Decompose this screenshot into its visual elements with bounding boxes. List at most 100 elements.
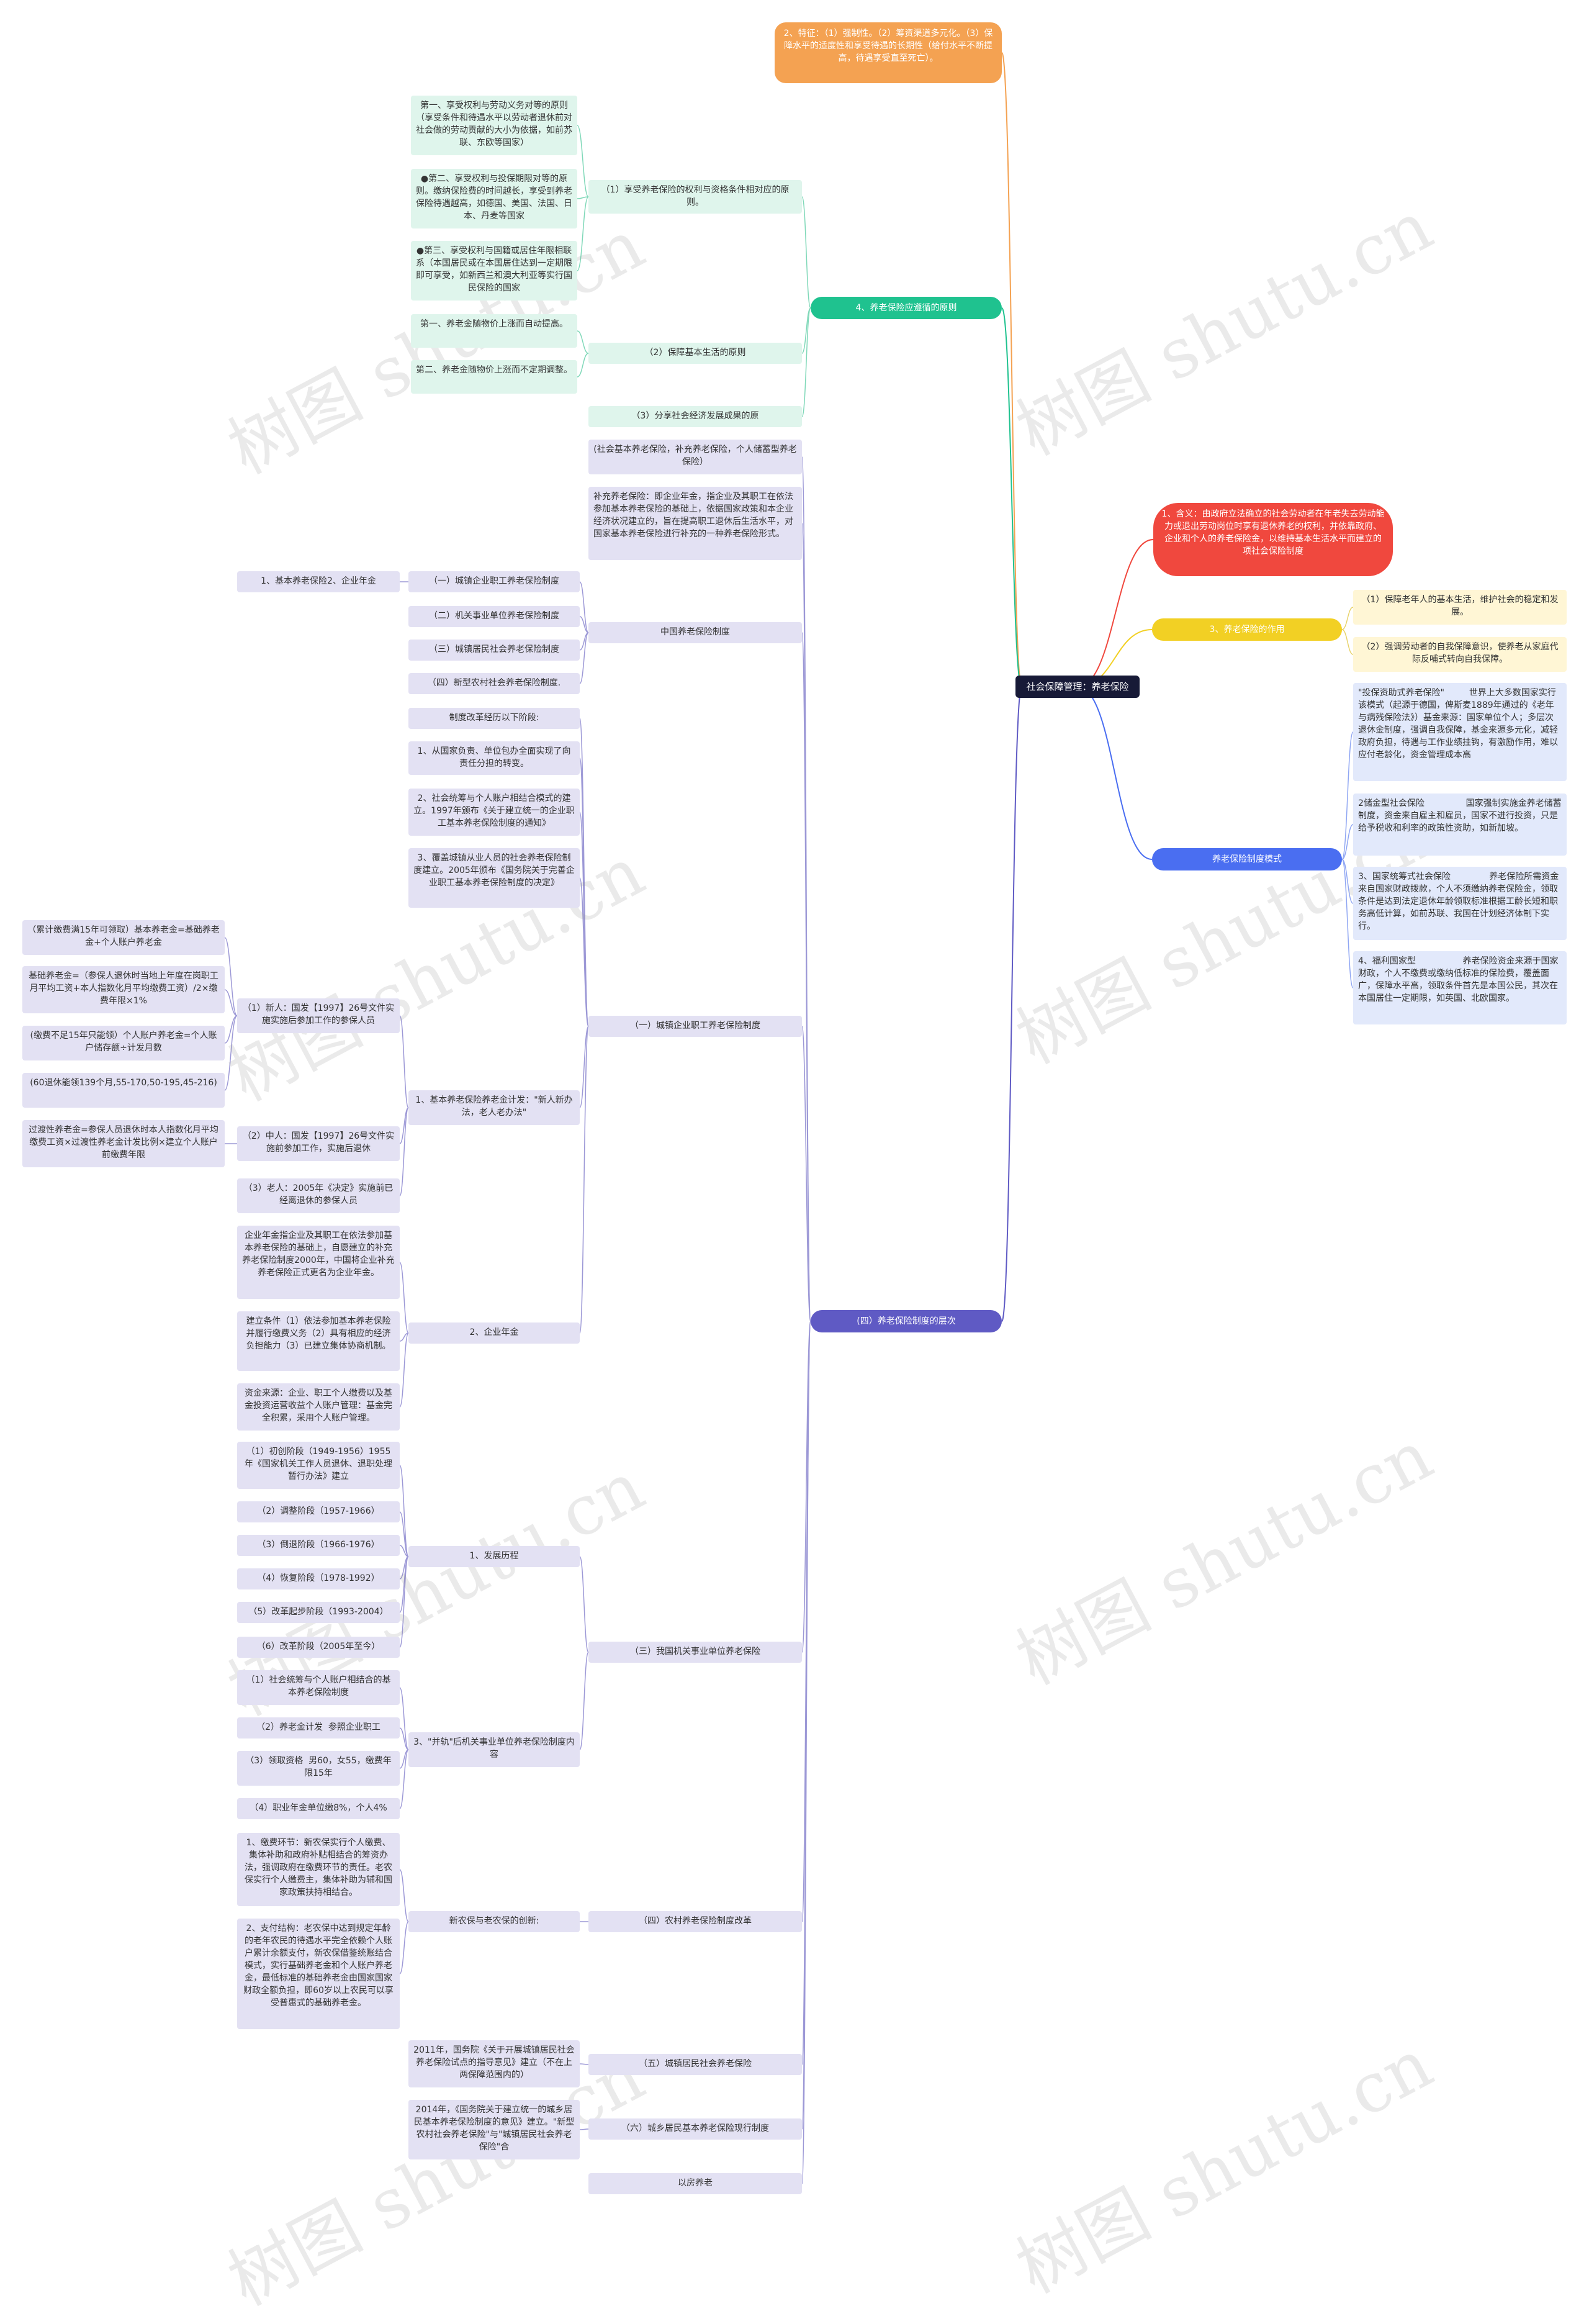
levels-supplement[interactable]: 补充养老保险：即企业年金，指企业及其职工在依法参加基本养老保险的基础上，依据国家… — [588, 487, 802, 560]
role-item[interactable]: （1）保障老年人的基本生活，维护社会的稳定和发展。 — [1353, 590, 1567, 625]
gov-institution[interactable]: （三）我国机关事业单位养老保险 — [588, 1642, 802, 1663]
china-system-item[interactable]: （四）新型农村社会养老保险制度. — [408, 673, 580, 694]
merge-item[interactable]: （1）社会统筹与个人账户相结合的基本养老保险制度 — [237, 1670, 400, 1705]
connector-line — [224, 937, 238, 1016]
connector-line — [224, 989, 238, 1016]
new-people[interactable]: （1）新人：国发【1997】26号文件实施实施后参加工作的参保人员 — [237, 998, 400, 1033]
principle-1-item[interactable]: 第一、享受权利与劳动义务对等的原则（享受条件和待遇水平以劳动者退休前对社会做的劳… — [411, 96, 577, 155]
china-system[interactable]: 中国养老保险制度 — [588, 622, 802, 643]
history-item[interactable]: （4）恢复阶段（1978-1992） — [237, 1568, 400, 1589]
urban-residents-item[interactable]: 2011年，国务院《关于开展城镇居民社会养老保险试点的指导意见》建立（不在上两保… — [408, 2040, 580, 2087]
branch-modes[interactable]: 养老保险制度模式 — [1152, 848, 1342, 870]
levels-intro[interactable]: (社会基本养老保险，补充养老保险，个人储蓄型养老保险） — [588, 440, 802, 474]
principle-1-item[interactable]: ●第三、享受权利与国籍或居住年限相联系（本国居民或在本国居住达到一定期限即可享受… — [411, 241, 577, 301]
mode-item[interactable]: 2储金型社会保险 国家强制实施金养老储蓄制度，资金来自雇主和雇员，国家不进行投资… — [1353, 794, 1567, 856]
root-node[interactable]: 社会保障管理：养老保险 — [1015, 676, 1140, 698]
branch-role[interactable]: 3、养老保险的作用 — [1152, 618, 1342, 641]
connector-line — [579, 616, 589, 633]
rural-item[interactable]: 2、支付结构：老农保中达到规定年龄的老年农民的待遇水平完全依赖个人账户累计余额支… — [237, 1919, 400, 2029]
connector-line — [801, 1321, 811, 2184]
middle-people-item[interactable]: 过渡性养老金=参保人员退休时本人指数化月平均缴费工资×过渡性养老金计发比例×建立… — [22, 1120, 225, 1167]
old-people[interactable]: （3）老人：2005年《决定》实施前已经离退休的参保人员 — [237, 1178, 400, 1213]
branch-principles[interactable]: 4、养老保险应遵循的原则 — [811, 297, 1002, 319]
connector-line — [399, 1556, 409, 1648]
rural-innovation[interactable]: 新农保与老农保的创新: — [408, 1911, 580, 1932]
connector-line — [579, 581, 589, 633]
reform-stage[interactable]: 3、覆盖城镇从业人员的社会养老保险制度建立。2005年颁布《国务院关于完善企业职… — [408, 848, 580, 908]
annuity-item[interactable]: 建立条件（1）依法参加基本养老保险并履行缴费义务（2）具有相应的经济负担能力（3… — [237, 1311, 400, 1371]
connector-line — [577, 196, 589, 271]
branch-definition[interactable]: 1、含义：由政府立法确立的社会劳动者在年老失去劳动能力或退出劳动岗位时享有退休养… — [1153, 503, 1393, 576]
china-system-item[interactable]: （三）城镇居民社会养老保险制度 — [408, 640, 580, 661]
reform-stage[interactable]: 1、从国家负责、单位包办全面实现了向责任分担的转变。 — [408, 741, 580, 775]
merge-item[interactable]: （2）养老金计发 参照企业职工 — [237, 1717, 400, 1738]
unified-system[interactable]: （六）城乡居民基本养老保险现行制度 — [588, 2118, 802, 2140]
middle-people[interactable]: （2）中人：国发【1997】26号文件实施前参加工作，实施后退休 — [237, 1126, 400, 1161]
history-item[interactable]: （3）倒退阶段（1966-1976） — [237, 1535, 400, 1556]
connector-line — [801, 307, 811, 354]
connector-line — [579, 757, 589, 1027]
annuity-item[interactable]: 资金来源：企业、职工个人缴费以及基金投资运营收益个人账户管理：基金完全积累，采用… — [237, 1383, 400, 1431]
branch-levels[interactable]: (四）养老保险制度的层次 — [811, 1310, 1002, 1332]
role-item[interactable]: （2）强调劳动者的自我保障意识，使养老从家庭代际反哺式转向自我保障。 — [1353, 637, 1567, 672]
connector-line — [579, 1026, 589, 1108]
connector-line — [579, 1026, 589, 1334]
china-system-item[interactable]: （二）机关事业单位养老保险制度 — [408, 606, 580, 627]
history-item[interactable]: （1）初创阶段（1949-1956）1955年《国家机关工作人员退休、退职处理暂… — [237, 1442, 400, 1489]
connector-line — [801, 196, 811, 309]
connector-line — [801, 307, 811, 417]
principle-2-item[interactable]: 第二、养老金随物价上涨而不定期调整。 — [411, 360, 577, 394]
pension-calc[interactable]: 1、基本养老保险养老金计发："新人新办法，老人老办法" — [408, 1090, 580, 1125]
mode-item[interactable]: "投保资助式养老保险" 世界上大多数国家实行该模式（起源于德国，俾斯麦1889年… — [1353, 683, 1567, 781]
branch-feature[interactable]: 2、特征：（1）强制性。（2）筹资渠道多元化。（3）保障水平的适度性和享受待遇的… — [775, 22, 1002, 83]
new-people-item[interactable]: 基础养老金=（参保人退休时当地上年度在岗职工月平均工资+本人指数化月平均缴费工资… — [22, 966, 225, 1013]
enterprise-annuity[interactable]: 2、企业年金 — [408, 1323, 580, 1344]
connector-line — [399, 1545, 409, 1557]
principle-2[interactable]: （2）保障基本生活的原则 — [588, 343, 802, 364]
principle-2-item[interactable]: 第一、养老金随物价上涨而自动提高。 — [411, 314, 577, 348]
rural-item[interactable]: 1、缴费环节：新农保实行个人缴费、集体补助和政府补贴相结合的筹资办法，强调政府在… — [237, 1833, 400, 1906]
connector-line — [801, 632, 811, 1322]
merge-item[interactable]: （4）职业年金单位缴8%，个人4% — [237, 1798, 400, 1819]
mode-item[interactable]: 3、国家统筹式社会保险 养老保险所需资金来自国家财政拨款，个人不须缴纳养老保险金… — [1353, 867, 1567, 940]
connector-line — [399, 1687, 409, 1750]
connector-line — [579, 877, 589, 1027]
principle-1-item[interactable]: ●第二、享受权利与投保期限对等的原则。缴纳保险费的时间越长，享受到养老保险待遇越… — [411, 169, 577, 228]
connector-line — [1341, 824, 1354, 860]
new-people-item[interactable]: （累计缴费满15年可领取）基本养老金=基础养老金+个人账户养老金 — [22, 920, 225, 955]
reform-stage[interactable]: 2、社会统筹与个人账户相结合模式的建立。1997年颁布《关于建立统一的企业职工基… — [408, 789, 580, 836]
connector-line — [399, 1262, 409, 1334]
principle-1[interactable]: （1）享受养老保险的权利与资格条件相对应的原则。 — [588, 180, 802, 214]
connector-line — [1077, 539, 1154, 687]
rural-pension[interactable]: （四）农村养老保险制度改革 — [588, 1911, 802, 1932]
unified-item[interactable]: 2014年，《国务院关于建立统一的城乡居民基本养老保险制度的意见》建立。"新型农… — [408, 2100, 580, 2159]
connector-line — [577, 125, 589, 197]
urban-enterprise[interactable]: （一）城镇企业职工养老保险制度 — [588, 1016, 802, 1037]
urban-residents[interactable]: （五）城镇居民社会养老保险 — [588, 2054, 802, 2075]
history-item[interactable]: （6）改革阶段（2005年至今） — [237, 1637, 400, 1658]
connector-line — [801, 1026, 811, 1322]
reform-intro[interactable]: 制度改革经历以下阶段: — [408, 708, 580, 729]
new-people-item[interactable]: (60退休能领139个月,55-170,50-195,45-216) — [22, 1073, 225, 1108]
connector-line — [1001, 307, 1022, 687]
connector-line — [577, 330, 589, 354]
connector-line — [1341, 859, 1354, 988]
mode-item[interactable]: 4、福利国家型 养老保险资金来源于国家财政，个人不缴费或缴纳低标准的保险费，覆盖… — [1353, 951, 1567, 1024]
connector-line — [399, 1869, 409, 1922]
connector-line — [1341, 629, 1354, 655]
merge-item[interactable]: （3）领取资格 男60，女55，缴费年限15年 — [237, 1751, 400, 1786]
connector-line — [399, 1465, 409, 1557]
connector-line — [579, 1652, 589, 1750]
mindmap-canvas: 树图 shutu.cn 树图 shutu.cn 树图 shutu.cn 树图 s… — [22, 22, 1567, 2321]
china-system-sub[interactable]: 1、基本养老保险2、企业年金 — [237, 571, 400, 592]
history-item[interactable]: （2）调整阶段（1957-1966） — [237, 1501, 400, 1522]
merge-system[interactable]: 3、"并轨"后机关事业单位养老保险制度内容 — [408, 1732, 580, 1767]
house-pension[interactable]: 以房养老 — [588, 2173, 802, 2194]
history-item[interactable]: （5）改革起步阶段（1993-2004） — [237, 1602, 400, 1623]
connector-line — [801, 1321, 811, 1653]
principle-3[interactable]: （3）分享社会经济发展成果的原 — [588, 406, 802, 427]
history[interactable]: 1、发展历程 — [408, 1546, 580, 1567]
china-system-item[interactable]: （一）城镇企业职工养老保险制度 — [408, 571, 580, 592]
new-people-item[interactable]: (缴费不足15年只能领）个人账户养老金=个人账户储存额÷计发月数 — [22, 1026, 225, 1060]
annuity-item[interactable]: 企业年金指企业及其职工在依法参加基本养老保险的基础上，自愿建立的补充养老保险制度… — [237, 1226, 400, 1299]
